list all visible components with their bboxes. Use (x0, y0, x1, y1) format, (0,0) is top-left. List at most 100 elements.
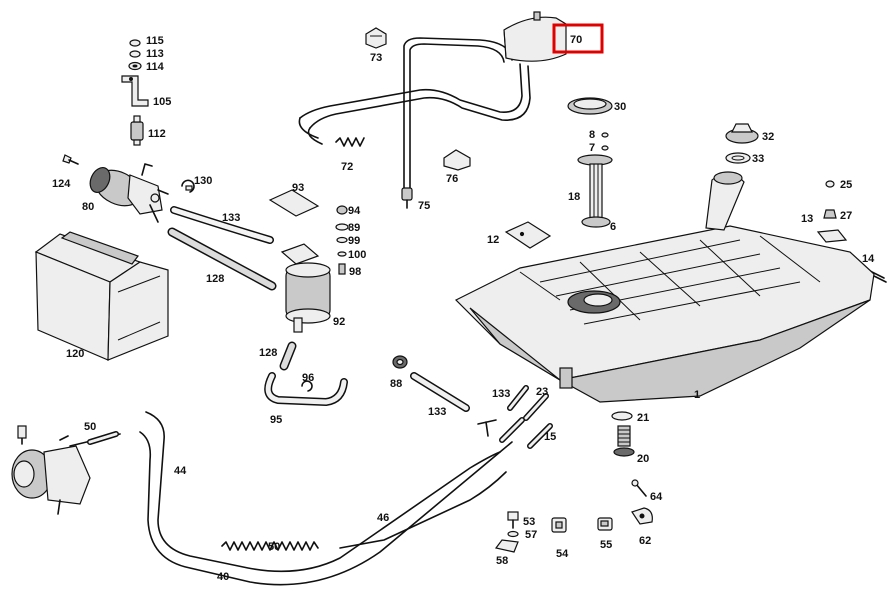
mounting-bracket (121, 75, 149, 107)
part-label-105: 105 (153, 96, 171, 108)
part-label-94: 94 (348, 205, 361, 217)
part-label-32: 32 (762, 131, 774, 143)
fuel-line-40 (139, 431, 513, 586)
fuel-tank (454, 171, 875, 403)
part-label-99: 99 (348, 235, 360, 247)
hose-clip-96 (301, 380, 313, 392)
part-label-93: 93 (292, 182, 304, 194)
hose-clamp (181, 179, 195, 193)
part-labels: 115 113 114 105 112 124 80 130 133 128 1… (52, 34, 875, 583)
part-label-113: 113 (146, 48, 164, 60)
clip-54 (551, 517, 567, 533)
grommet-88 (392, 355, 408, 369)
hose-128-short (279, 341, 297, 371)
fuel-hose-128 (167, 227, 277, 291)
part-label-133-center: 133 (428, 406, 446, 418)
part-label-15: 15 (544, 431, 556, 443)
clamp-62 (631, 507, 653, 525)
part-label-46: 46 (377, 512, 389, 524)
washer-nut-stack (128, 39, 142, 71)
part-label-128-middle: 128 (259, 347, 277, 359)
part-label-75: 75 (418, 200, 430, 212)
part-label-53: 53 (523, 516, 535, 528)
part-label-30: 30 (614, 101, 626, 113)
part-label-89: 89 (348, 222, 360, 234)
part-label-112: 112 (148, 128, 166, 140)
fuel-filter-small (130, 115, 144, 146)
part-label-7: 7 (589, 142, 595, 154)
clip-55 (597, 517, 613, 531)
part-label-40: 40 (217, 571, 229, 583)
part-label-73: 73 (370, 52, 382, 64)
tank-sender-unit (577, 132, 613, 228)
heat-shield-cover (34, 231, 169, 361)
part-label-50-upper: 50 (84, 421, 96, 433)
vent-pipe-assembly (298, 37, 531, 191)
part-label-96: 96 (302, 372, 314, 384)
part-label-92: 92 (333, 316, 345, 328)
mechanical-fuel-pump (11, 425, 91, 515)
pipe-fitting-75 (401, 187, 413, 209)
part-label-27: 27 (840, 210, 852, 222)
drain-seal-21 (611, 411, 633, 421)
part-label-100: 100 (348, 249, 366, 261)
part-label-62: 62 (639, 535, 651, 547)
outlet-strainer-20 (613, 425, 635, 457)
part-label-50-lower: 50 (268, 541, 280, 553)
main-fuel-filter (280, 243, 331, 333)
part-label-14: 14 (862, 253, 875, 265)
sealing-ring-30 (567, 97, 613, 115)
part-label-25: 25 (840, 179, 852, 191)
part-label-13: 13 (801, 213, 813, 225)
part-label-58: 58 (496, 555, 508, 567)
part-label-12: 12 (487, 234, 499, 246)
bolt-53 (507, 511, 519, 529)
part-label-54: 54 (556, 548, 569, 560)
filler-cap (725, 123, 759, 164)
bent-hose-95 (264, 372, 348, 407)
part-label-72: 72 (341, 161, 353, 173)
part-label-21: 21 (637, 412, 649, 424)
electric-fuel-pump (62, 154, 169, 223)
part-label-128-left: 128 (206, 273, 224, 285)
part-label-120: 120 (66, 348, 84, 360)
part-label-115: 115 (146, 35, 164, 47)
filter-hardware-stack (335, 205, 349, 275)
part-label-98: 98 (349, 266, 361, 278)
part-label-114: 114 (146, 61, 165, 73)
part-label-80: 80 (82, 201, 94, 213)
part-label-124: 124 (52, 178, 71, 190)
bracket-58 (494, 539, 519, 553)
hose-133-center (410, 372, 470, 412)
cover-plate-93 (268, 189, 320, 217)
part-label-133-left: 133 (222, 212, 240, 224)
t-connector (477, 419, 497, 437)
part-label-8: 8 (589, 129, 595, 141)
part-label-57: 57 (525, 529, 537, 541)
part-label-20: 20 (637, 453, 649, 465)
part-label-44: 44 (174, 465, 187, 477)
expansion-tank (503, 11, 567, 62)
hoses-23-15 (499, 385, 553, 449)
part-label-88: 88 (390, 378, 402, 390)
pipe-clip-73 (365, 27, 387, 49)
part-label-6: 6 (610, 221, 616, 233)
hose-50-lower (221, 541, 319, 551)
hose-50-upper (87, 431, 119, 445)
part-label-18: 18 (568, 191, 580, 203)
screw-64 (631, 479, 647, 497)
part-label-70: 70 (570, 34, 582, 46)
pipe-clip-76 (443, 149, 471, 171)
part-label-1: 1 (694, 389, 700, 401)
fuel-line-46 (339, 471, 507, 549)
part-label-76: 76 (446, 173, 458, 185)
part-label-23: 23 (536, 386, 548, 398)
highlight-box-part-70 (552, 23, 604, 54)
part-label-95: 95 (270, 414, 282, 426)
part-label-33: 33 (752, 153, 764, 165)
part-label-55: 55 (600, 539, 612, 551)
washer-57 (507, 530, 519, 538)
tank-strap-12 (504, 221, 552, 249)
part-label-130: 130 (194, 175, 212, 187)
